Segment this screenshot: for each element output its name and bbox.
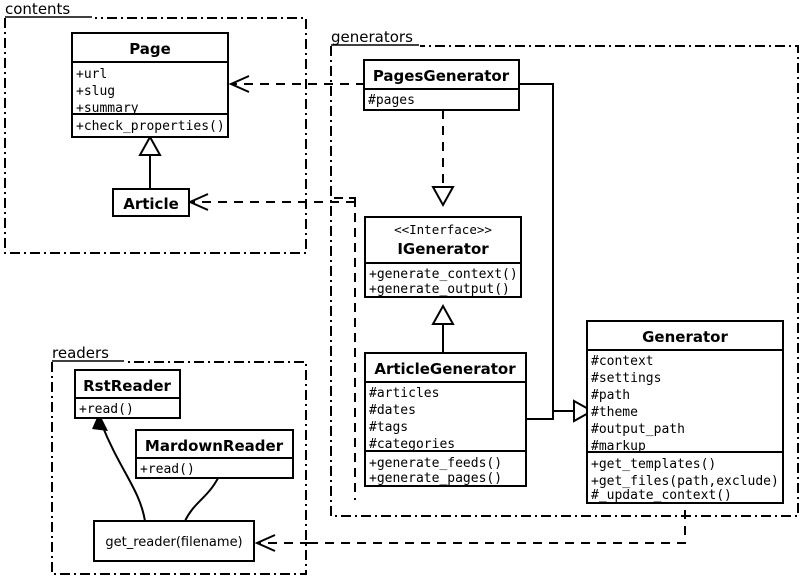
class-article[interactable]: Article [112,188,190,217]
class-generator-attribute: #output_path [591,422,685,437]
class-article-generator-name: ArticleGenerator [374,360,516,378]
class-pages-generator-box [363,59,520,111]
relation-line [526,410,574,420]
class-mardown-reader-box [135,429,294,479]
relation-pagesgenerator-to-page [228,75,365,93]
class-rst-reader[interactable]: RstReader +read() [74,369,181,419]
class-rst-reader-name: RstReader [83,377,171,395]
relation-line [101,424,146,522]
class-article-generator[interactable]: ArticleGenerator #articles #dates #tags … [364,352,527,487]
class-generator-box [586,320,784,504]
generalization-arrowhead [573,399,595,423]
package-contents-border [4,17,307,254]
relation-pagesgenerator-to-generator [519,83,574,412]
package-readers-label: readers [52,344,109,362]
class-igenerator-operation: +generate_output() [369,282,510,297]
class-pages-generator-attribute: #pages [368,93,415,108]
class-generator[interactable]: Generator #context #settings #path #them… [586,320,784,504]
class-article-generator-attribute: #articles [369,386,439,401]
class-rst-reader-box [74,369,181,419]
node-get-reader[interactable]: get_reader(filename) [93,520,255,562]
association-arrowhead [92,413,108,431]
relation-line [519,83,574,412]
class-igenerator-box [364,216,522,298]
dependency-arrowhead [254,534,276,552]
class-page-name: Page [129,40,171,58]
class-page-attribute: +summary [76,101,139,116]
class-generator-operation: #_update_context() [591,488,732,503]
package-readers-border [51,361,307,575]
class-article-generator-operation: +generate_feeds() [369,456,502,471]
relation-generator-to-getreader [254,505,686,552]
relation-pagesgenerator-to-igenerator [431,110,455,208]
generalization-arrowhead [138,134,162,156]
class-page[interactable]: Page +url +slug +summary +check_properti… [71,32,229,138]
class-page-attribute: +slug [76,84,115,99]
class-igenerator-name: IGenerator [397,240,489,258]
class-article-generator-box [364,352,527,487]
class-generator-attribute: #context [591,354,654,369]
class-mardown-reader-name: MardownReader [145,437,284,455]
relation-article-to-page [138,134,162,190]
package-contents-label: contents [5,0,70,18]
relation-articlegenerator-to-generator [526,399,595,423]
generalization-arrowhead [431,303,455,325]
node-get-reader-box [93,520,255,562]
class-article-generator-attribute: #tags [369,420,408,435]
relation-getreader-to-rstreader [92,413,146,522]
dependency-arrowhead [228,75,250,93]
class-igenerator-operation: +generate_context() [369,267,518,282]
class-generator-attribute: #markup [591,439,646,454]
class-generator-operation: +get_files(path,exclude) [591,474,779,489]
class-generator-operation: +get_templates() [591,457,716,472]
class-mardown-reader[interactable]: MardownReader +read() [135,429,294,479]
class-article-generator-attribute: #dates [369,403,416,418]
class-pages-generator[interactable]: PagesGenerator #pages [363,59,520,111]
class-igenerator[interactable]: <<Interface>> IGenerator +generate_conte… [364,216,522,298]
relation-articlegenerator-to-igenerator [431,303,455,355]
package-generators: generators [330,28,799,517]
class-rst-reader-operation: +read() [79,402,134,417]
class-igenerator-stereotype: <<Interface>> [394,222,492,237]
class-article-box [112,188,190,217]
class-page-box [71,32,229,138]
class-mardown-reader-operation: +read() [140,462,195,477]
package-contents: contents [4,0,307,254]
class-article-generator-operation: +generate_pages() [369,471,502,486]
relation-line [309,505,686,544]
class-page-operation: +check_properties() [76,119,225,134]
class-page-attribute: +url [76,67,107,82]
class-pages-generator-name: PagesGenerator [373,67,510,85]
class-generator-attribute: #theme [591,405,638,420]
class-article-name: Article [123,195,179,213]
class-generator-name: Generator [642,328,728,346]
realization-arrowhead [431,186,455,208]
package-readers: readers [51,344,307,575]
class-generator-attribute: #settings [591,371,661,386]
class-generator-attribute: #path [591,388,630,403]
class-article-generator-attribute: #categories [369,437,455,452]
node-get-reader-label: get_reader(filename) [105,535,242,550]
package-generators-label: generators [331,28,413,46]
